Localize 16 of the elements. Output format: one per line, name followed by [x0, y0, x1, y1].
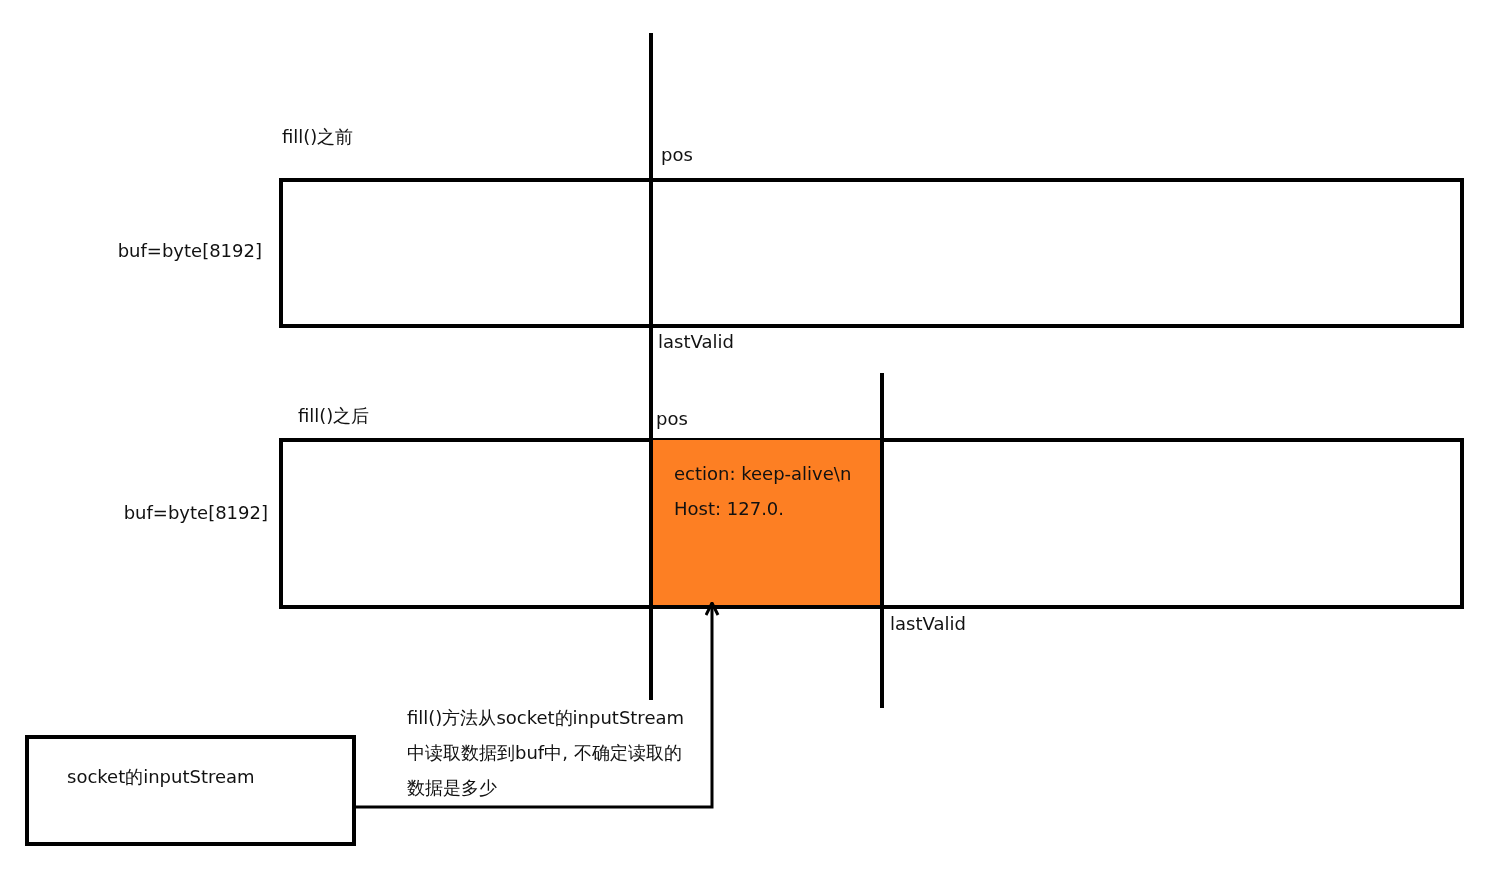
pointer-label: lastValid [658, 331, 734, 353]
buffer-box [279, 438, 1464, 609]
data-text: Host: 127.0. [674, 498, 785, 520]
data-text: ection: keep-alive\n [674, 463, 852, 485]
pointer-label: lastValid [890, 613, 966, 635]
stage-label: fill()之后 [298, 405, 370, 427]
array-label: buf=byte[8192] [117, 240, 262, 262]
box-text: socket的inputStream [67, 766, 255, 788]
stage-label: fill()之前 [282, 126, 354, 148]
array-label: buf=byte[8192] [123, 502, 268, 524]
data-region [653, 440, 880, 605]
pointer-label: pos [661, 144, 693, 166]
buffer-box [279, 178, 1464, 328]
arrow [356, 601, 720, 809]
pointer-label: pos [656, 408, 688, 430]
stream-box [25, 735, 356, 846]
